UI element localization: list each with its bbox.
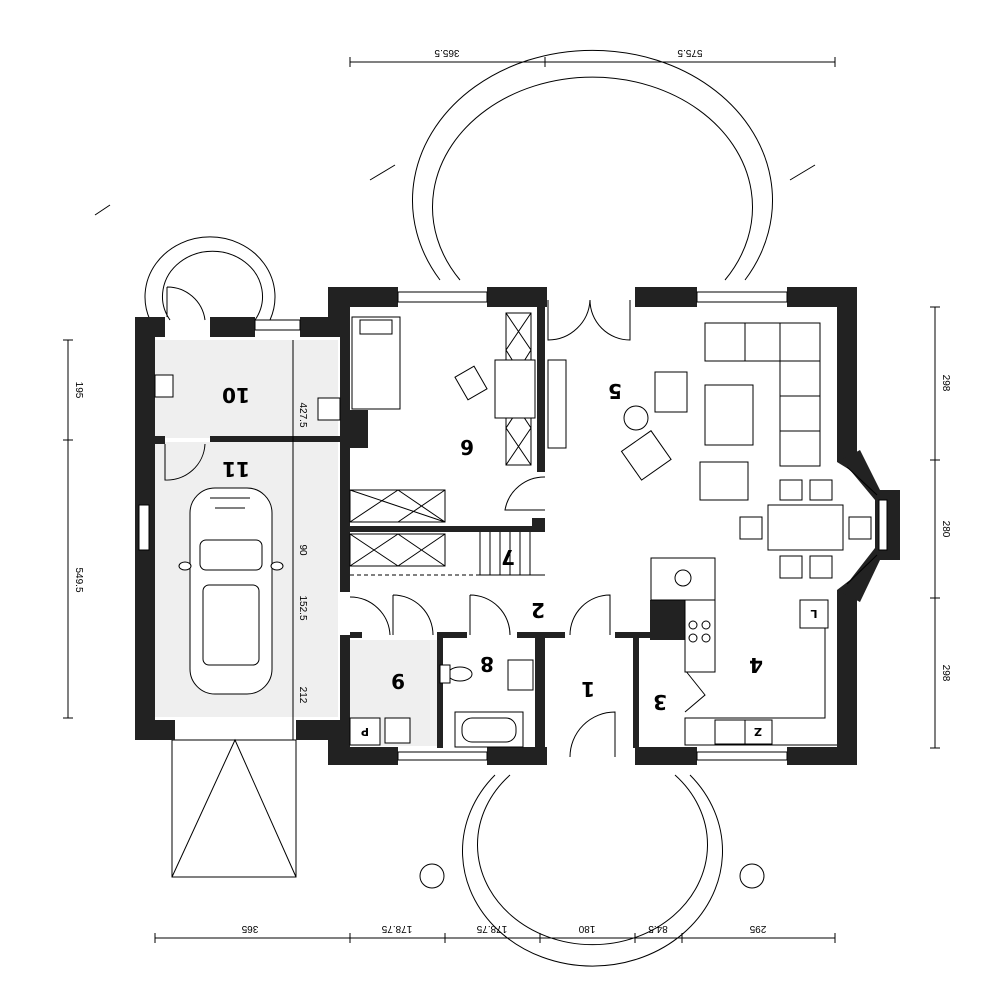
- dim-right-2: 280: [940, 521, 951, 538]
- room-number-11: 11: [222, 457, 250, 481]
- doors: [164, 286, 706, 758]
- room-number-5: 5: [608, 379, 622, 403]
- terrace-arcs: [94, 49, 816, 967]
- laundry-label: P: [361, 725, 369, 738]
- dim-left-top: 195: [73, 382, 84, 399]
- dim-top-left: 365.5: [434, 47, 459, 58]
- room-number-8: 8: [480, 652, 494, 676]
- room-number-3: 3: [653, 690, 667, 714]
- room-number-6: 6: [460, 435, 474, 459]
- sink-label: Z: [754, 725, 762, 738]
- dim-left-bottom: 549.5: [73, 567, 84, 592]
- room-number-4: 4: [749, 653, 763, 677]
- room-number-10: 10: [222, 383, 250, 407]
- bath-fixtures: [154, 374, 534, 748]
- living-furniture: [620, 322, 872, 579]
- walls: [135, 287, 857, 765]
- dim-inner-4: 212: [297, 687, 308, 704]
- dim-bottom-4: 180: [578, 923, 595, 934]
- fridge-label: L: [810, 607, 817, 620]
- kitchen-fixtures: [650, 557, 837, 746]
- driveway: [171, 738, 297, 878]
- room-number-2: 2: [531, 598, 545, 622]
- dim-inner-1: 427.5: [297, 402, 308, 427]
- windows: [138, 291, 788, 761]
- room-10-floor: [155, 340, 338, 438]
- bay-window: [837, 450, 900, 602]
- room-number-7: 7: [501, 545, 515, 569]
- dim-inner-2: 90: [297, 544, 308, 556]
- dim-inner-3: 152.5: [297, 595, 308, 620]
- dim-right-1: 298: [940, 375, 951, 392]
- car: [178, 487, 284, 695]
- dim-bottom-6: 295: [749, 923, 766, 934]
- dim-bottom-1: 365: [241, 923, 258, 934]
- dim-bottom-2: 178.75: [381, 923, 412, 934]
- dim-bottom-5: 84.5: [648, 923, 668, 934]
- dim-right-3: 298: [940, 665, 951, 682]
- dim-top-right: 575.5: [677, 47, 702, 58]
- stairs: [349, 489, 545, 576]
- bedroom-furniture: [351, 312, 567, 466]
- dimension-lines: [63, 57, 940, 943]
- dim-bottom-3: 178.75: [476, 923, 507, 934]
- room-number-9: 9: [391, 669, 405, 693]
- room-number-1: 1: [581, 677, 595, 701]
